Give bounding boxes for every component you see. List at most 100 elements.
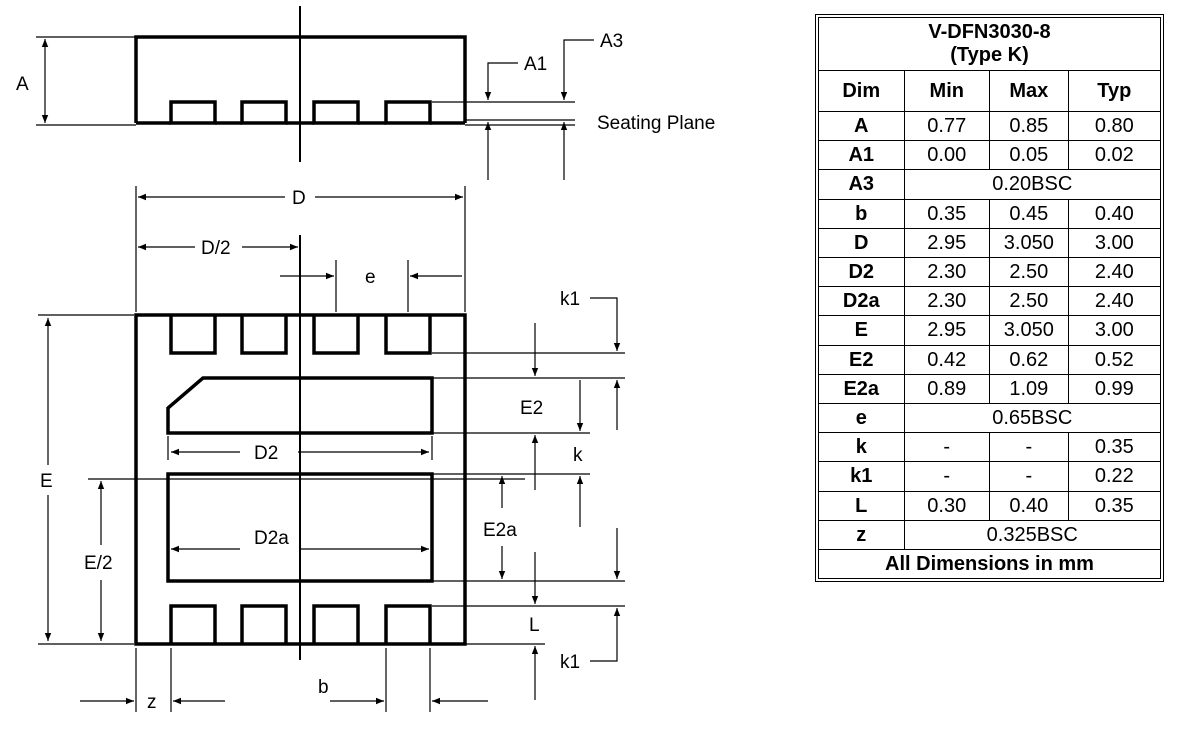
label-L: L bbox=[529, 615, 540, 636]
table-footer: All Dimensions in mm bbox=[818, 549, 1161, 580]
cell-typ: 0.99 bbox=[1067, 373, 1162, 405]
cell-dim: E2 bbox=[818, 344, 905, 375]
cell-bsc-value: 0.325BSC bbox=[903, 519, 1161, 551]
cell-dim: z bbox=[818, 519, 905, 551]
cell-min: - bbox=[903, 432, 990, 463]
label-D-half: D/2 bbox=[201, 238, 231, 259]
cell-min: - bbox=[903, 461, 990, 492]
label-k1-top: k1 bbox=[560, 289, 580, 310]
cell-typ: 0.52 bbox=[1067, 344, 1162, 375]
table-title-line2: (Type K) bbox=[950, 44, 1029, 66]
header-typ: Typ bbox=[1067, 70, 1162, 112]
cell-typ: 2.40 bbox=[1067, 286, 1162, 317]
cell-dim: E2a bbox=[818, 373, 905, 405]
header-max: Max bbox=[989, 70, 1069, 112]
table-title-line1: V-DFN3030-8 bbox=[928, 21, 1051, 43]
cell-dim: L bbox=[818, 490, 905, 521]
cell-dim: D2a bbox=[818, 286, 905, 317]
cell-max: 0.45 bbox=[989, 198, 1069, 229]
cell-dim: A3 bbox=[818, 169, 905, 200]
label-D: D bbox=[292, 188, 306, 209]
cell-max: 0.85 bbox=[989, 110, 1069, 142]
cell-max: 2.50 bbox=[989, 286, 1069, 317]
label-E2a: E2a bbox=[483, 520, 517, 541]
header-min: Min bbox=[903, 70, 990, 112]
label-e: e bbox=[365, 267, 376, 288]
cell-typ: 0.80 bbox=[1067, 110, 1162, 142]
cell-typ: 3.00 bbox=[1067, 315, 1162, 346]
label-k: k bbox=[573, 445, 583, 466]
cell-max: 0.05 bbox=[989, 140, 1069, 171]
cell-typ: 2.40 bbox=[1067, 257, 1162, 288]
label-z: z bbox=[147, 692, 157, 713]
cell-dim: b bbox=[818, 198, 905, 229]
cell-typ: 3.00 bbox=[1067, 227, 1162, 259]
bottom-view-bottom-leads bbox=[169, 604, 432, 644]
bottom-view-top-leads bbox=[169, 315, 432, 355]
cell-bsc-value: 0.65BSC bbox=[903, 403, 1161, 434]
table-title-row: V-DFN3030-8 (Type K) bbox=[818, 17, 1161, 71]
cell-typ: 0.40 bbox=[1067, 198, 1162, 229]
label-D2a: D2a bbox=[254, 528, 289, 549]
cell-max: - bbox=[989, 432, 1069, 463]
side-view-leads bbox=[136, 100, 465, 125]
cell-dim: E bbox=[818, 315, 905, 346]
cell-min: 2.95 bbox=[903, 315, 990, 346]
cell-min: 2.30 bbox=[903, 286, 990, 317]
cell-dim: e bbox=[818, 403, 905, 434]
cell-typ: 0.35 bbox=[1067, 432, 1162, 463]
cell-max: 0.40 bbox=[989, 490, 1069, 521]
cell-typ: 0.22 bbox=[1067, 461, 1162, 492]
cell-min: 0.89 bbox=[903, 373, 990, 405]
label-A: A bbox=[16, 74, 29, 95]
label-E: E bbox=[40, 471, 53, 492]
cell-min: 2.30 bbox=[903, 257, 990, 288]
cell-min: 0.77 bbox=[903, 110, 990, 142]
cell-max: 1.09 bbox=[989, 373, 1069, 405]
bottom-view: D D/2 e E E/2 D2 D2a bbox=[38, 186, 625, 713]
cell-dim: A1 bbox=[818, 140, 905, 171]
cell-min: 0.30 bbox=[903, 490, 990, 521]
table-row: k1--0.22 bbox=[818, 461, 1162, 492]
cell-min: 2.95 bbox=[903, 227, 990, 259]
cell-max: - bbox=[989, 461, 1069, 492]
package-outline-drawing: A Seating Plane A1 A3 bbox=[16, 6, 715, 713]
label-seating-plane: Seating Plane bbox=[597, 113, 715, 134]
cell-max: 0.62 bbox=[989, 344, 1069, 375]
label-E2: E2 bbox=[520, 398, 543, 419]
cell-max: 3.050 bbox=[989, 227, 1069, 259]
table-row: k--0.35 bbox=[818, 432, 1162, 463]
cell-typ: 0.02 bbox=[1067, 140, 1162, 171]
label-D2: D2 bbox=[254, 443, 278, 464]
cell-dim: D bbox=[818, 227, 905, 259]
cell-dim: k bbox=[818, 432, 905, 463]
cell-max: 3.050 bbox=[989, 315, 1069, 346]
label-k1-bottom: k1 bbox=[560, 652, 580, 673]
table-footer-row: All Dimensions in mm bbox=[818, 549, 1161, 580]
table-header-row: Dim Min Max Typ bbox=[818, 70, 1162, 112]
header-dim: Dim bbox=[818, 70, 905, 112]
cell-dim: D2 bbox=[818, 257, 905, 288]
label-b: b bbox=[318, 677, 329, 698]
cell-min: 0.35 bbox=[903, 198, 990, 229]
cell-dim: k1 bbox=[818, 461, 905, 492]
cell-bsc-value: 0.20BSC bbox=[903, 169, 1161, 200]
cell-min: 0.00 bbox=[903, 140, 990, 171]
side-view: A Seating Plane A1 A3 bbox=[16, 6, 715, 180]
exposed-pad-D2 bbox=[166, 376, 434, 435]
label-A3: A3 bbox=[600, 31, 623, 52]
